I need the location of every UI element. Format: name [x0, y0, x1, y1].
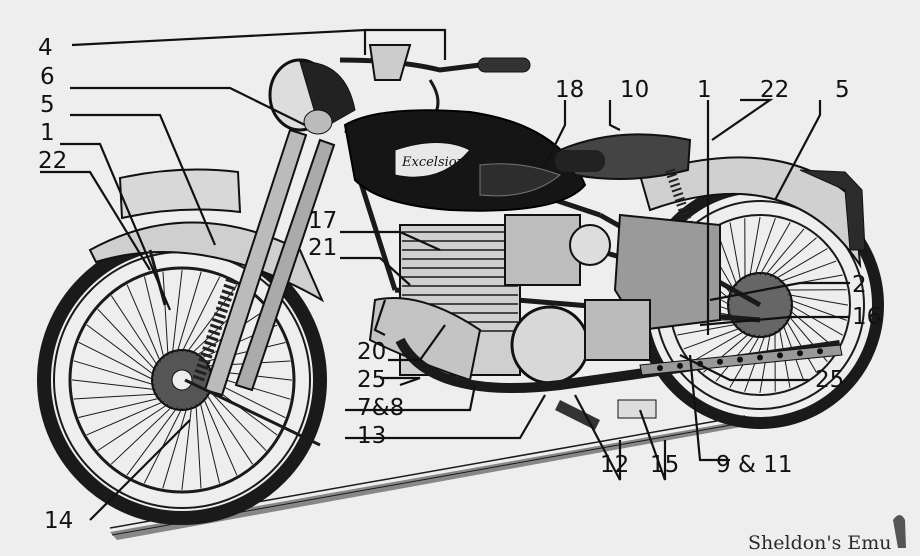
spoke: [78, 341, 155, 381]
spoke: [789, 304, 843, 336]
callout-1-left: 1: [40, 120, 55, 146]
callout-16: 16: [852, 304, 881, 330]
callout-25-left: 25: [357, 367, 386, 393]
saddle: [555, 133, 695, 232]
spoke: [764, 228, 805, 276]
fuel-tank: Excelsior: [343, 109, 587, 212]
spoke: [110, 295, 159, 367]
spoke: [199, 401, 221, 484]
spoke: [73, 393, 158, 400]
spoke: [126, 407, 178, 476]
callout-7-8: 7&8: [357, 395, 404, 421]
callout-22-right: 22: [760, 77, 789, 103]
spoke: [97, 403, 169, 452]
headlamp: [268, 58, 356, 135]
muffler-hole: [737, 356, 743, 363]
spoke: [78, 397, 161, 419]
callout-6: 6: [40, 64, 55, 90]
muffler-hole: [817, 348, 823, 355]
callout-15: 15: [650, 452, 679, 478]
spoke: [769, 237, 817, 278]
watermark: Sheldon's Emu: [748, 515, 906, 554]
callout-1-right: 1: [697, 77, 712, 103]
spoke: [110, 405, 173, 465]
watermark-text: Sheldon's Emu: [748, 532, 892, 554]
callout-2: 2: [852, 272, 867, 298]
spoke: [86, 324, 155, 376]
spoke: [754, 218, 776, 276]
callout-21: 21: [308, 235, 337, 261]
spoke: [171, 269, 183, 354]
muffler-hole: [717, 358, 723, 365]
spoke: [729, 222, 742, 283]
muffler-hole: [657, 365, 663, 371]
spoke: [126, 284, 162, 363]
spoke: [176, 271, 202, 353]
callout-20: 20: [357, 339, 386, 365]
callout-18: 18: [555, 77, 584, 103]
callout-12: 12: [600, 452, 629, 478]
spoke: [205, 393, 254, 465]
handlebars: [339, 44, 531, 132]
callout-labels: 4 6 5 1 22 18 10 1 22 5 17 21 2 16 20 25…: [38, 35, 881, 534]
spoke: [195, 404, 202, 489]
callout-13: 13: [357, 423, 386, 449]
callout-10: 10: [620, 77, 649, 103]
spoke: [749, 216, 761, 277]
leader-lines: [40, 28, 850, 521]
callout-14: 14: [44, 508, 73, 534]
spoke: [683, 327, 741, 350]
engine: [368, 214, 611, 385]
spoke: [788, 294, 849, 306]
spoke: [774, 248, 828, 280]
front-fork: [184, 128, 336, 447]
callout-5-left: 5: [40, 92, 55, 118]
spoke: [97, 308, 157, 371]
callout-5-right: 5: [835, 77, 850, 103]
spoke: [71, 379, 156, 391]
spoke: [73, 360, 155, 386]
spoke: [86, 400, 165, 436]
spoke: [143, 276, 165, 359]
spoke: [181, 276, 221, 353]
callout-4: 4: [38, 35, 53, 61]
callout-17: 17: [308, 208, 337, 234]
spoke: [692, 330, 746, 362]
spoke: [186, 284, 238, 353]
muffler-hole: [677, 362, 683, 369]
spoke: [759, 222, 791, 276]
callout-22-left: 22: [38, 148, 67, 174]
muffler-hole: [777, 352, 783, 359]
spoke: [162, 407, 188, 489]
rear-mudguard: [638, 156, 866, 269]
callout-9-11: 9 & 11: [716, 452, 792, 478]
callout-25-right: 25: [815, 367, 844, 393]
spoke: [162, 271, 169, 356]
gearbox: [584, 213, 721, 361]
spoke: [779, 260, 837, 283]
spoke: [202, 397, 238, 476]
emu-logo-icon: [893, 515, 906, 548]
tank-badge: Excelsior: [401, 155, 464, 170]
muffler-hole: [797, 350, 803, 357]
spoke: [207, 389, 267, 452]
muffler-hole: [757, 354, 763, 361]
